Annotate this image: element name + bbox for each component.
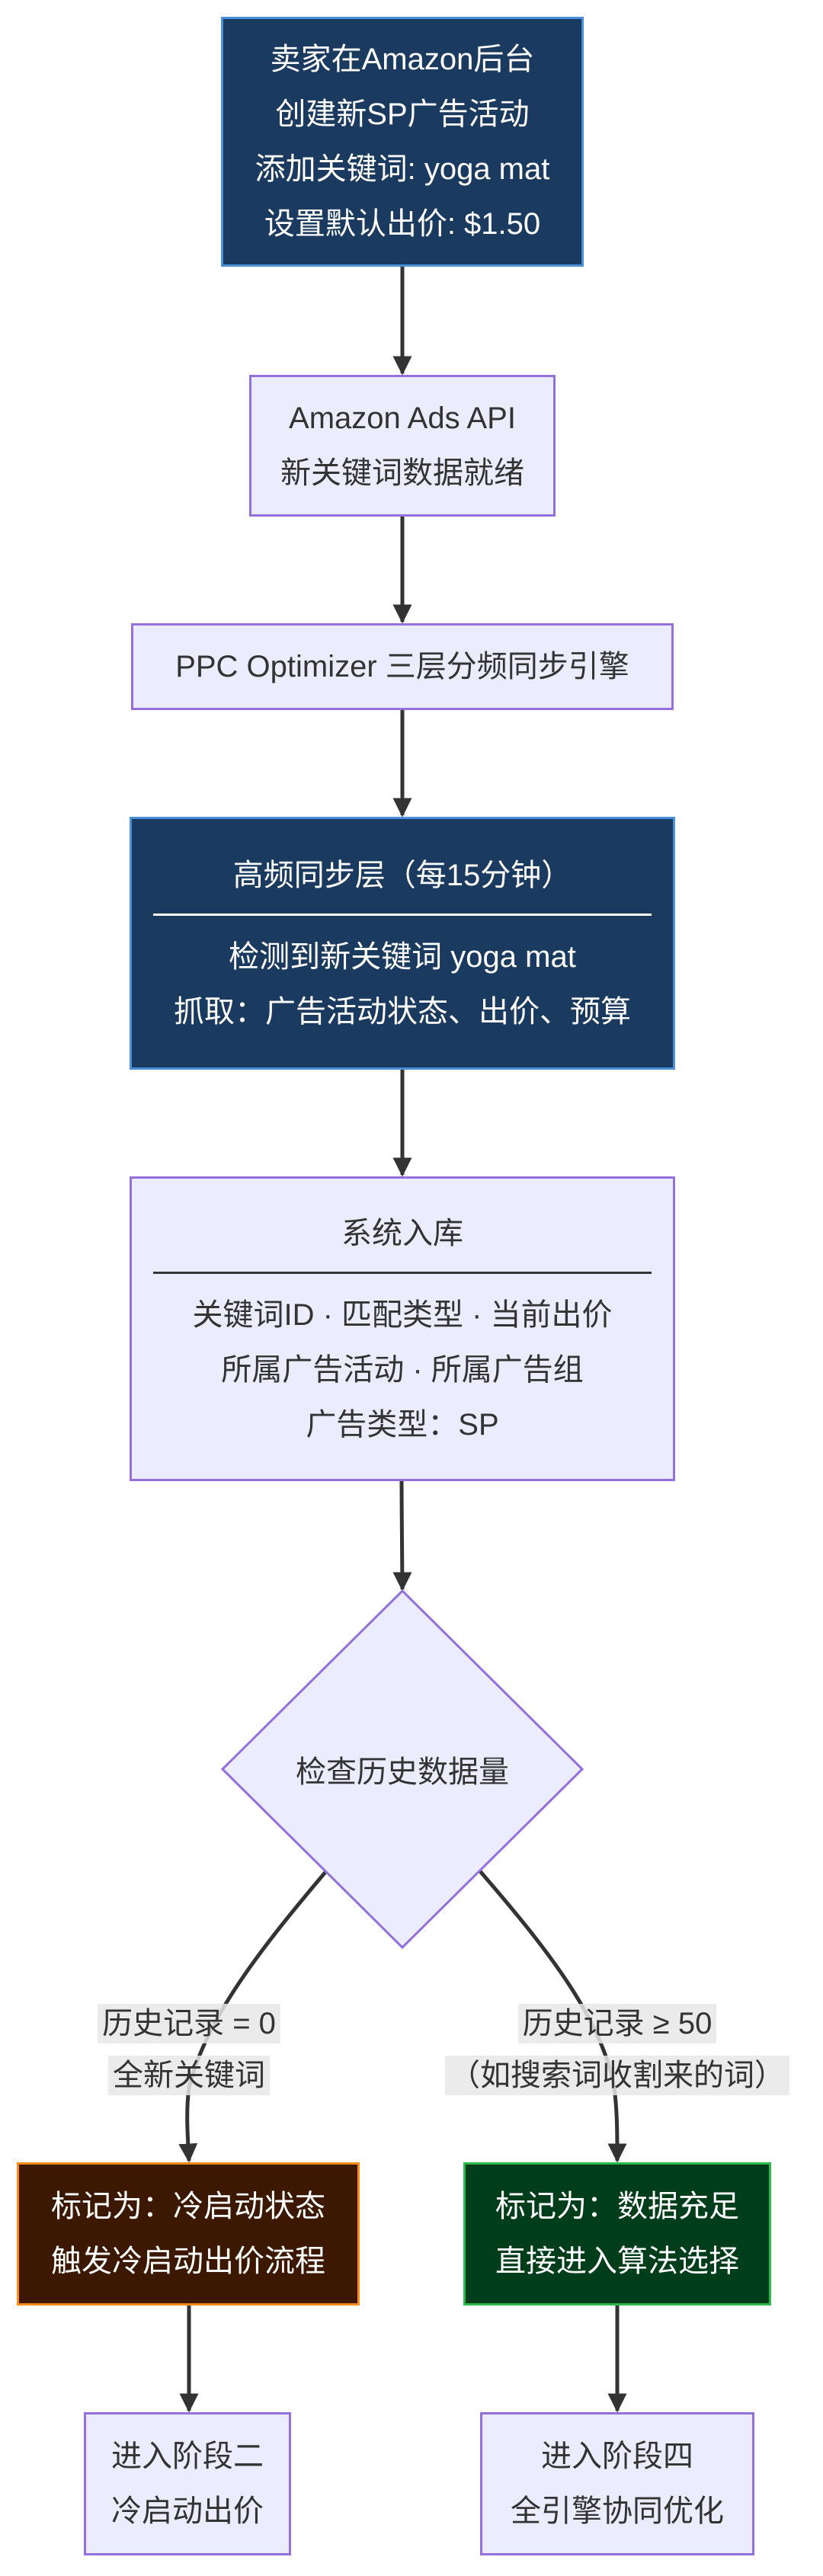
node-line: PPC Optimizer 三层分频同步引擎 — [175, 650, 629, 683]
node-line: 抓取：广告活动状态、出价、预算 — [174, 994, 631, 1029]
node-line: 进入阶段四 — [541, 2440, 693, 2473]
node-line: 卖家在Amazon后台 — [270, 43, 535, 76]
node-line: 设置默认出价: $1.50 — [264, 207, 541, 241]
node-line: 触发冷启动出价流程 — [51, 2245, 325, 2278]
node-divider — [153, 1271, 652, 1274]
node-line: 标记为：冷启动状态 — [51, 2190, 325, 2223]
node-line: 创建新SP广告活动 — [275, 98, 530, 131]
node-line: 添加关键词: yoga mat — [255, 152, 550, 186]
node-amazon-ads-api: Amazon Ads API 新关键词数据就绪 — [249, 375, 556, 517]
node-line: 广告类型：SP — [306, 1407, 499, 1442]
node-line: 进入阶段二 — [111, 2440, 264, 2473]
edge-label-new-keyword: 历史记录 = 0 全新关键词 — [75, 1998, 303, 2101]
node-title: 高频同步层（每15分钟） — [232, 858, 572, 892]
node-line: 直接进入算法选择 — [495, 2245, 739, 2278]
node-line: 冷启动出价 — [111, 2494, 264, 2528]
node-line: 标记为：数据充足 — [495, 2190, 739, 2223]
node-line: 新关键词数据就绪 — [280, 456, 524, 490]
node-sync-engine: PPC Optimizer 三层分频同步引擎 — [131, 623, 674, 710]
node-line: 关键词ID · 匹配类型 · 当前出价 — [192, 1298, 613, 1332]
node-line: Amazon Ads API — [289, 402, 516, 435]
node-line: 检测到新关键词 yoga mat — [229, 939, 576, 974]
decision-label-wrap: 检查历史数据量 — [223, 1591, 582, 1947]
edge-label-data-rich: 历史记录 ≥ 50 （如搜索词收割来的词） — [427, 1998, 808, 2101]
node-stage-two: 进入阶段二 冷启动出价 — [84, 2412, 291, 2555]
node-line: 所属广告活动 · 所属广告组 — [221, 1352, 584, 1387]
edge-label-line: 历史记录 = 0 — [98, 2004, 280, 2043]
node-high-frequency-layer: 高频同步层（每15分钟） 检测到新关键词 yoga mat 抓取：广告活动状态、… — [130, 817, 675, 1070]
node-data-rich: 标记为：数据充足 直接进入算法选择 — [463, 2162, 771, 2306]
edge-label-line: 全新关键词 — [108, 2056, 270, 2095]
node-cold-start: 标记为：冷启动状态 触发冷启动出价流程 — [17, 2162, 360, 2306]
node-title: 系统入库 — [341, 1216, 463, 1250]
node-seller-create-campaign: 卖家在Amazon后台 创建新SP广告活动 添加关键词: yoga mat 设置… — [221, 17, 584, 267]
decision-label: 检查历史数据量 — [296, 1755, 509, 1789]
node-line: 全引擎协同优化 — [511, 2494, 724, 2528]
node-divider — [153, 913, 652, 916]
node-stage-four: 进入阶段四 全引擎协同优化 — [480, 2412, 754, 2555]
edge-label-line: 历史记录 ≥ 50 — [517, 2004, 717, 2043]
edge-label-line: （如搜索词收割来的词） — [445, 2056, 789, 2095]
node-system-storage: 系统入库 关键词ID · 匹配类型 · 当前出价 所属广告活动 · 所属广告组 … — [130, 1176, 675, 1481]
